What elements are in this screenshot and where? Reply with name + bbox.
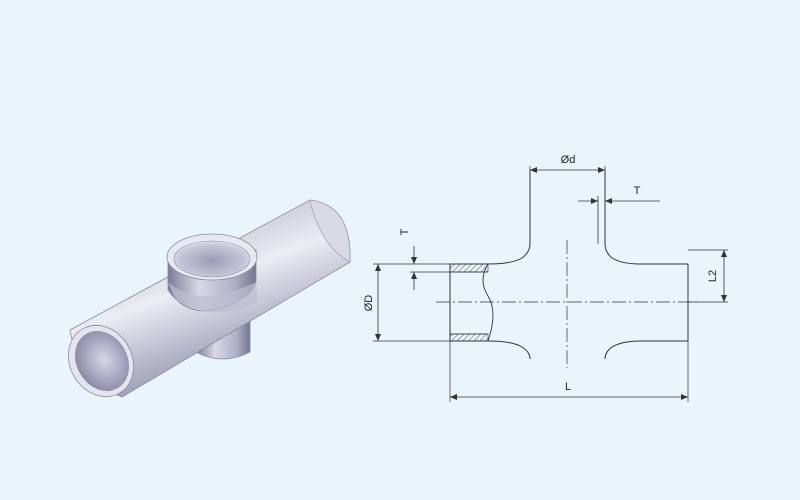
dim-label-large-diameter: ØD [363,295,375,312]
dim-label-wall-thickness-top: T [634,185,641,197]
tee-outline [449,170,689,360]
dim-large-diameter: ØD [363,264,381,341]
near-end-bore [75,331,129,391]
far-end-cap [309,199,351,263]
break-line [482,263,494,342]
dim-label-small-diameter: Ød [561,154,576,166]
dim-small-diameter: Ød [530,154,605,173]
upper-branch-bore [173,240,251,278]
dim-label-wall-thickness-left: T [399,228,411,235]
dim-length: L [450,381,688,400]
dim-wall-thickness-left: T [399,228,417,290]
dim-label-branch-height: L2 [707,270,719,282]
tee-pipe-render [67,199,351,398]
inner-bore-lines [450,271,488,335]
dim-branch-height: L2 [707,250,727,302]
tee-technical-drawing: Ød T T ØD L2 [363,154,728,402]
branch-saddle [168,282,258,313]
dim-wall-thickness-top: T [578,185,660,204]
dim-label-length: L [565,381,571,393]
extension-lines [373,166,728,402]
wall-hatch-top [449,263,489,273]
wall-hatch-bottom [449,333,489,342]
